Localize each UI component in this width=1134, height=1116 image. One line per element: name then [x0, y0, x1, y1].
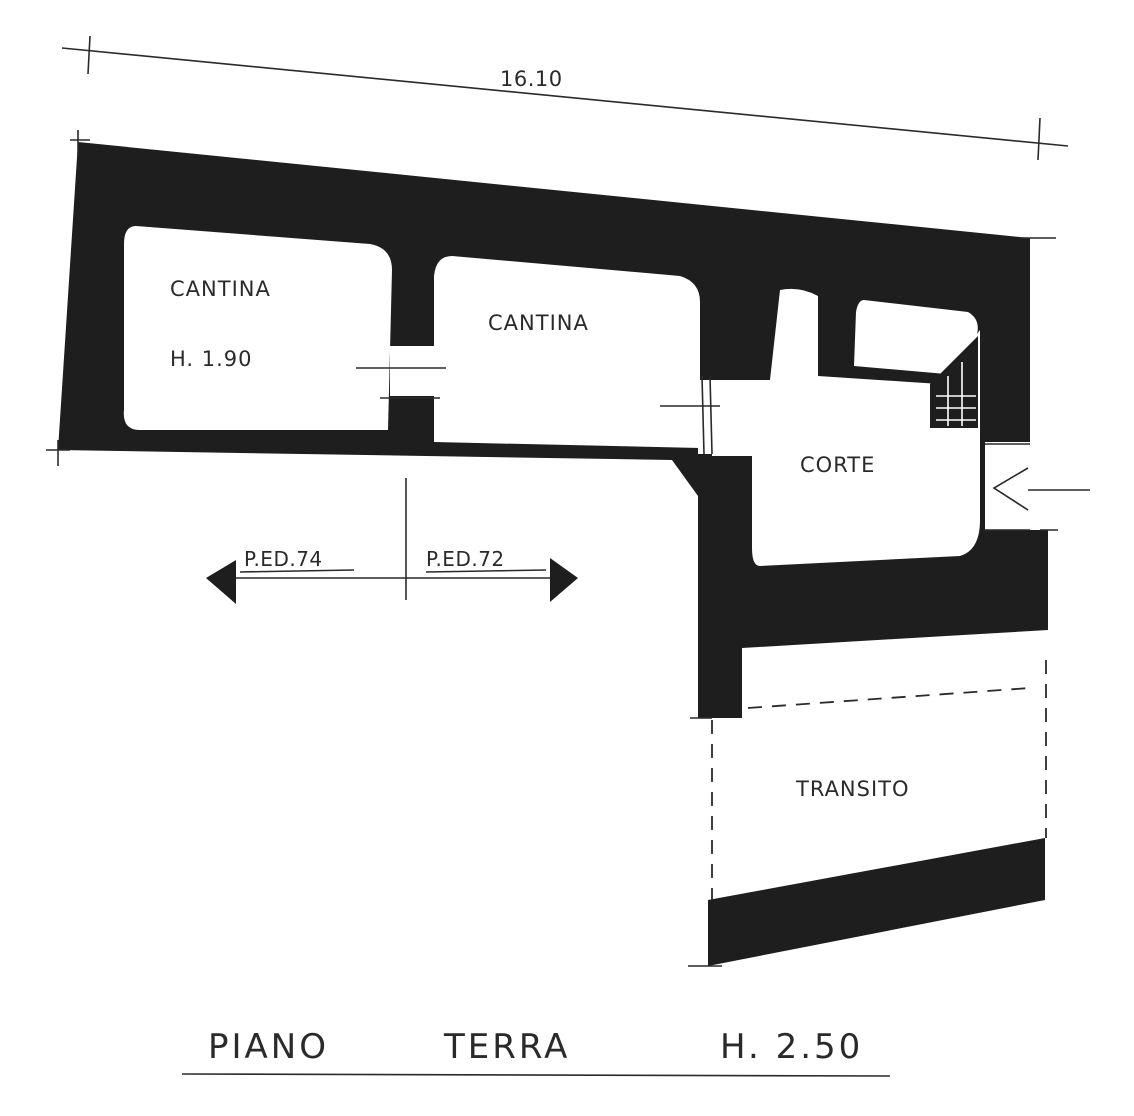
room-cantina-1-label: CANTINA: [170, 277, 271, 301]
room-corte-label: CORTE: [800, 453, 875, 477]
door-details: [356, 336, 1090, 531]
overall-dimension-label: 16.10: [500, 67, 563, 91]
parcel-left-label: P.ED.74: [244, 547, 323, 571]
transit-outline: [711, 660, 1047, 900]
arrow-right-icon: [550, 558, 578, 602]
room-cantina-1-height: H. 1.90: [170, 347, 253, 371]
drawing-title: PIANO TERRA H. 2.50: [181, 1027, 891, 1077]
tick-marks: [46, 130, 1058, 967]
room-corte-void: [712, 288, 980, 566]
overall-dimension-line: [61, 35, 1069, 161]
title-floor: PIANO: [208, 1027, 329, 1067]
title-underline: [181, 1073, 891, 1077]
room-cantina-1-void: [123, 226, 393, 430]
parcel-boundary: [206, 478, 578, 604]
arrow-left-icon: [206, 560, 236, 604]
parcel-right-label: P.ED.72: [426, 547, 505, 571]
room-transito-label: TRANSITO: [795, 777, 910, 801]
room-cantina-2-void: [434, 256, 700, 448]
title-level: TERRA: [443, 1027, 570, 1067]
room-cantina-2-label: CANTINA: [488, 311, 589, 335]
title-height: H. 2.50: [720, 1027, 863, 1067]
room-voids: [123, 226, 1046, 708]
